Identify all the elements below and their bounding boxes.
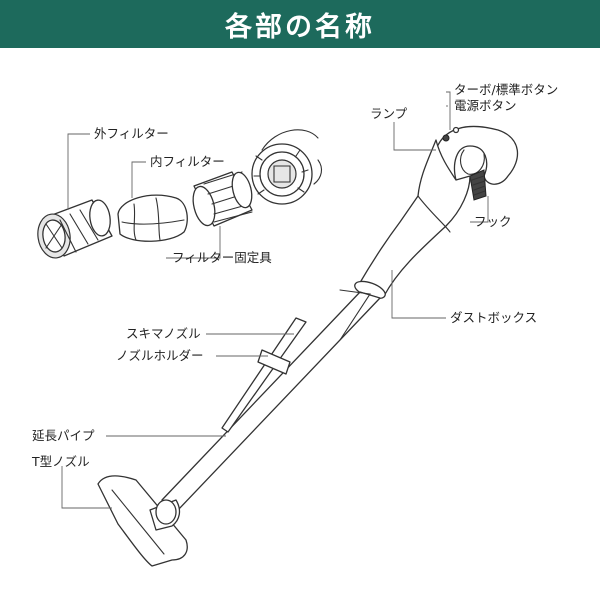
title-banner: 各部の名称 — [0, 0, 600, 48]
filter-fixture-illustration — [192, 171, 253, 227]
label-lamp: ランプ — [370, 106, 408, 121]
filter-housing-illustration — [251, 129, 323, 205]
vacuum-body-illustration — [354, 125, 519, 300]
extension-pipe-illustration — [161, 289, 381, 511]
outer-filter-illustration — [37, 199, 113, 259]
label-power-button: 電源ボタン — [454, 98, 517, 113]
leader-filter-fixture — [166, 226, 221, 259]
leader-turbo-button — [446, 91, 451, 130]
leader-t-nozzle — [61, 466, 112, 509]
leader-outer-filter — [67, 133, 90, 210]
label-crevice-nozzle: スキマノズル — [126, 326, 201, 341]
leader-dust-box — [391, 270, 446, 319]
part-labels: 外フィルター 内フィルター フィルター固定具 ランプ ターボ/標準ボタン 電源ボ… — [31, 82, 558, 469]
leader-hook — [470, 196, 489, 223]
label-outer-filter: 外フィルター — [94, 126, 169, 141]
label-turbo-button: ターボ/標準ボタン — [454, 82, 558, 97]
leader-lamp — [393, 122, 436, 151]
label-inner-filter: 内フィルター — [150, 154, 225, 169]
label-nozzle-holder: ノズルホルダー — [116, 348, 204, 363]
label-filter-fixture: フィルター固定具 — [172, 250, 272, 265]
page-title: 各部の名称 — [225, 11, 375, 43]
inner-filter-illustration — [117, 194, 188, 242]
label-dust-box: ダストボックス — [450, 310, 537, 325]
leader-inner-filter — [131, 161, 146, 198]
leader-lines — [61, 91, 489, 509]
label-extension-pipe: 延長パイプ — [32, 428, 95, 443]
label-hook: フック — [474, 214, 512, 229]
t-nozzle-illustration — [97, 475, 188, 567]
label-t-nozzle: T型ノズル — [31, 454, 90, 469]
